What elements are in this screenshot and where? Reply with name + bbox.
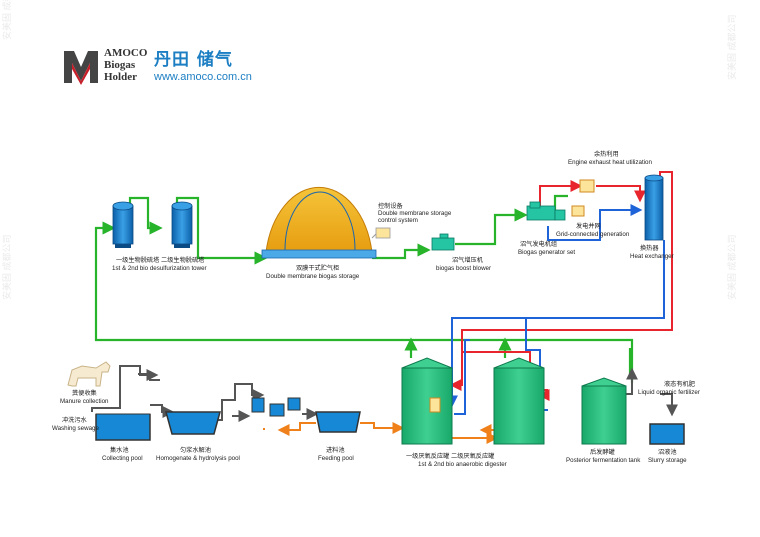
label-generator-cn: 沼气发电机组 bbox=[520, 240, 557, 248]
biogas-blower bbox=[431, 233, 455, 251]
label-grid-en: Grid-connected generation bbox=[556, 231, 630, 238]
watermark-text: 安美固 成都公司 bbox=[726, 234, 737, 300]
label-group: 一级生物脱硫塔 二级生物脱硫塔 1st & 2nd bio desulfuriz… bbox=[52, 150, 700, 468]
hot-water-line bbox=[449, 171, 673, 401]
watermark-layer: 安美固 成都公司 安美固 成都公司 安美固 成都公司 安美固 成都公司 bbox=[1, 0, 737, 300]
label-heat-use-en: Engine exhaust heat utilization bbox=[568, 159, 652, 166]
slurry-storage bbox=[649, 423, 685, 445]
label-control-en1: Double membrane storage bbox=[378, 210, 452, 217]
brand-name-block: AMOCO Biogas Holder bbox=[104, 47, 147, 83]
label-digester-en: 1st & 2nd bio anaerobic digester bbox=[418, 461, 507, 468]
brand-header: AMOCO Biogas Holder 丹田 储气 www.amoco.com.… bbox=[62, 45, 322, 95]
cold-water-line bbox=[446, 204, 665, 415]
label-exchanger-cn: 换热器 bbox=[640, 244, 659, 252]
homogenate-hydrolysis-pool bbox=[165, 411, 221, 435]
label-desulf-en: 1st & 2nd bio desulfurization tower bbox=[112, 265, 207, 272]
label-slurry-cn: 沼液池 bbox=[658, 448, 677, 456]
label-generator-en: Biogas generator set bbox=[518, 249, 575, 256]
label-washing-en: Washing sewage bbox=[52, 425, 99, 432]
brand-logo-line2: Biogas bbox=[104, 59, 136, 71]
label-storage-en: Double membrane biogas storage bbox=[266, 273, 360, 280]
collecting-pool bbox=[95, 413, 151, 441]
label-blower-en: biogas boost blower bbox=[436, 265, 491, 272]
sludge-line bbox=[263, 422, 499, 444]
anaerobic-digester-1 bbox=[401, 357, 453, 445]
label-fertilizer-en: Liquid organic fertilizer bbox=[638, 389, 700, 396]
label-control-en2: control system bbox=[378, 217, 418, 224]
label-washing-cn: 冲洗污水 bbox=[62, 416, 88, 424]
grid-connection-box bbox=[571, 205, 585, 217]
feeding-pool bbox=[315, 411, 361, 433]
desulfurization-tower-2 bbox=[171, 201, 193, 248]
intermediate-tanks bbox=[251, 397, 301, 417]
brand-url: www.amoco.com.cn bbox=[154, 71, 252, 83]
cow-icon bbox=[67, 361, 111, 387]
watermark-text: 安美固 成都公司 bbox=[1, 234, 12, 300]
label-collecting-en: Collecting pool bbox=[102, 455, 143, 462]
label-manure-en: Manure collection bbox=[60, 398, 109, 405]
brand-logo-text: AMOCO bbox=[104, 47, 148, 59]
label-storage-cn: 双膜干式贮气柜 bbox=[296, 264, 339, 272]
exhaust-heat-box bbox=[579, 179, 595, 193]
label-feeding-en: Feeding pool bbox=[318, 455, 354, 462]
watermark-text: 安美固 成都公司 bbox=[1, 0, 12, 40]
biogas-line bbox=[94, 194, 634, 383]
biogas-generator-set bbox=[526, 201, 566, 221]
label-desulf-cn: 一级生物脱硫塔 二级生物脱硫塔 bbox=[116, 256, 205, 264]
posterior-fermentation-tank bbox=[581, 377, 627, 445]
label-manure-cn: 粪便收集 bbox=[72, 389, 97, 397]
label-control-cn: 控制设备 bbox=[378, 202, 404, 210]
amoco-logo-icon bbox=[62, 47, 100, 85]
desulfurization-tower-1 bbox=[112, 201, 134, 248]
brand-cn-name: 丹田 储气 bbox=[154, 50, 233, 70]
label-exchanger-en: Heat exchanger bbox=[630, 253, 674, 260]
label-fertilizer-cn: 液态有机肥 bbox=[664, 380, 695, 388]
heat-exchanger bbox=[644, 174, 664, 241]
anaerobic-digester-2 bbox=[493, 357, 545, 445]
label-feeding-cn: 进料池 bbox=[326, 446, 345, 454]
control-system-box bbox=[371, 227, 391, 239]
watermark-text: 安美固 成都公司 bbox=[726, 14, 737, 80]
label-posterior-en: Posterior fermentation tank bbox=[566, 457, 641, 464]
label-digester-cn: 一级厌氧反应罐 二级厌氧反应罐 bbox=[406, 452, 494, 460]
label-heat-use-cn: 余热利用 bbox=[594, 150, 619, 158]
label-homog-en: Homogenate & hydrolysis pool bbox=[156, 455, 240, 462]
label-homog-cn: 匀浆水解池 bbox=[180, 446, 211, 454]
biogas-storage-dome bbox=[261, 186, 377, 259]
label-posterior-cn: 后发酵罐 bbox=[590, 448, 615, 456]
label-grid-cn: 发电并网 bbox=[576, 222, 601, 230]
label-blower-cn: 沼气增压机 bbox=[452, 256, 484, 264]
label-collecting-cn: 集水池 bbox=[110, 446, 129, 454]
brand-logo-line3: Holder bbox=[104, 71, 137, 83]
label-slurry-en: Slurry storage bbox=[648, 457, 687, 464]
